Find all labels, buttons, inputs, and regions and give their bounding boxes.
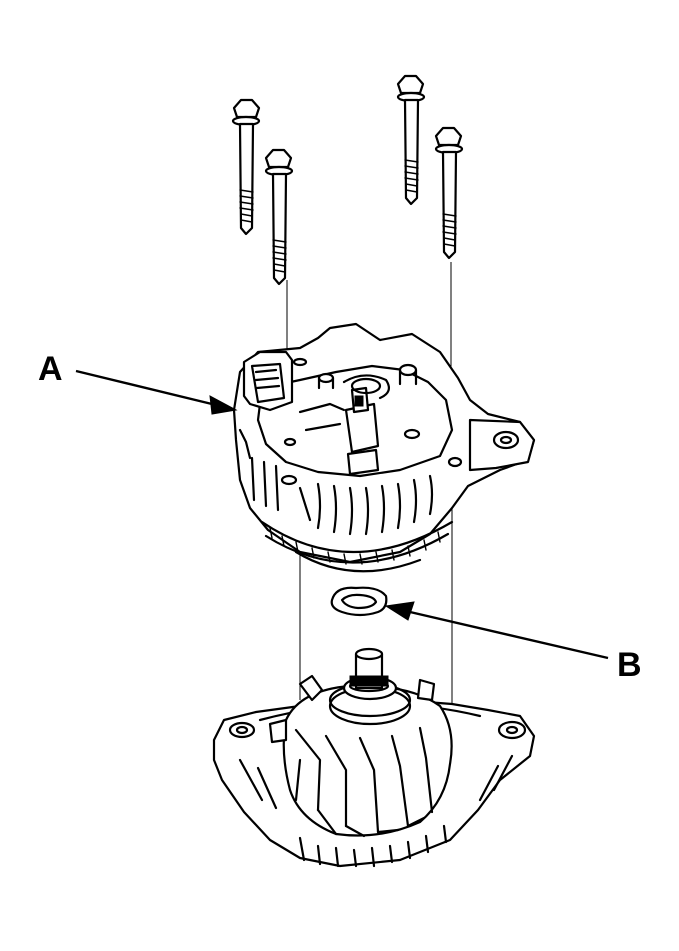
bolt-3: [396, 74, 426, 206]
bolt-2: [264, 148, 294, 286]
front-housing-rotor: [212, 647, 536, 868]
bolt-1: [231, 98, 261, 236]
leader-arrow-a: [75, 369, 238, 415]
callout-label-a: A: [38, 350, 63, 388]
callout-label-b: B: [617, 646, 642, 684]
rear-housing: [232, 322, 536, 573]
bolt-4: [434, 126, 464, 260]
leader-arrow-b: [384, 601, 609, 660]
insulating-washer: [330, 586, 388, 617]
